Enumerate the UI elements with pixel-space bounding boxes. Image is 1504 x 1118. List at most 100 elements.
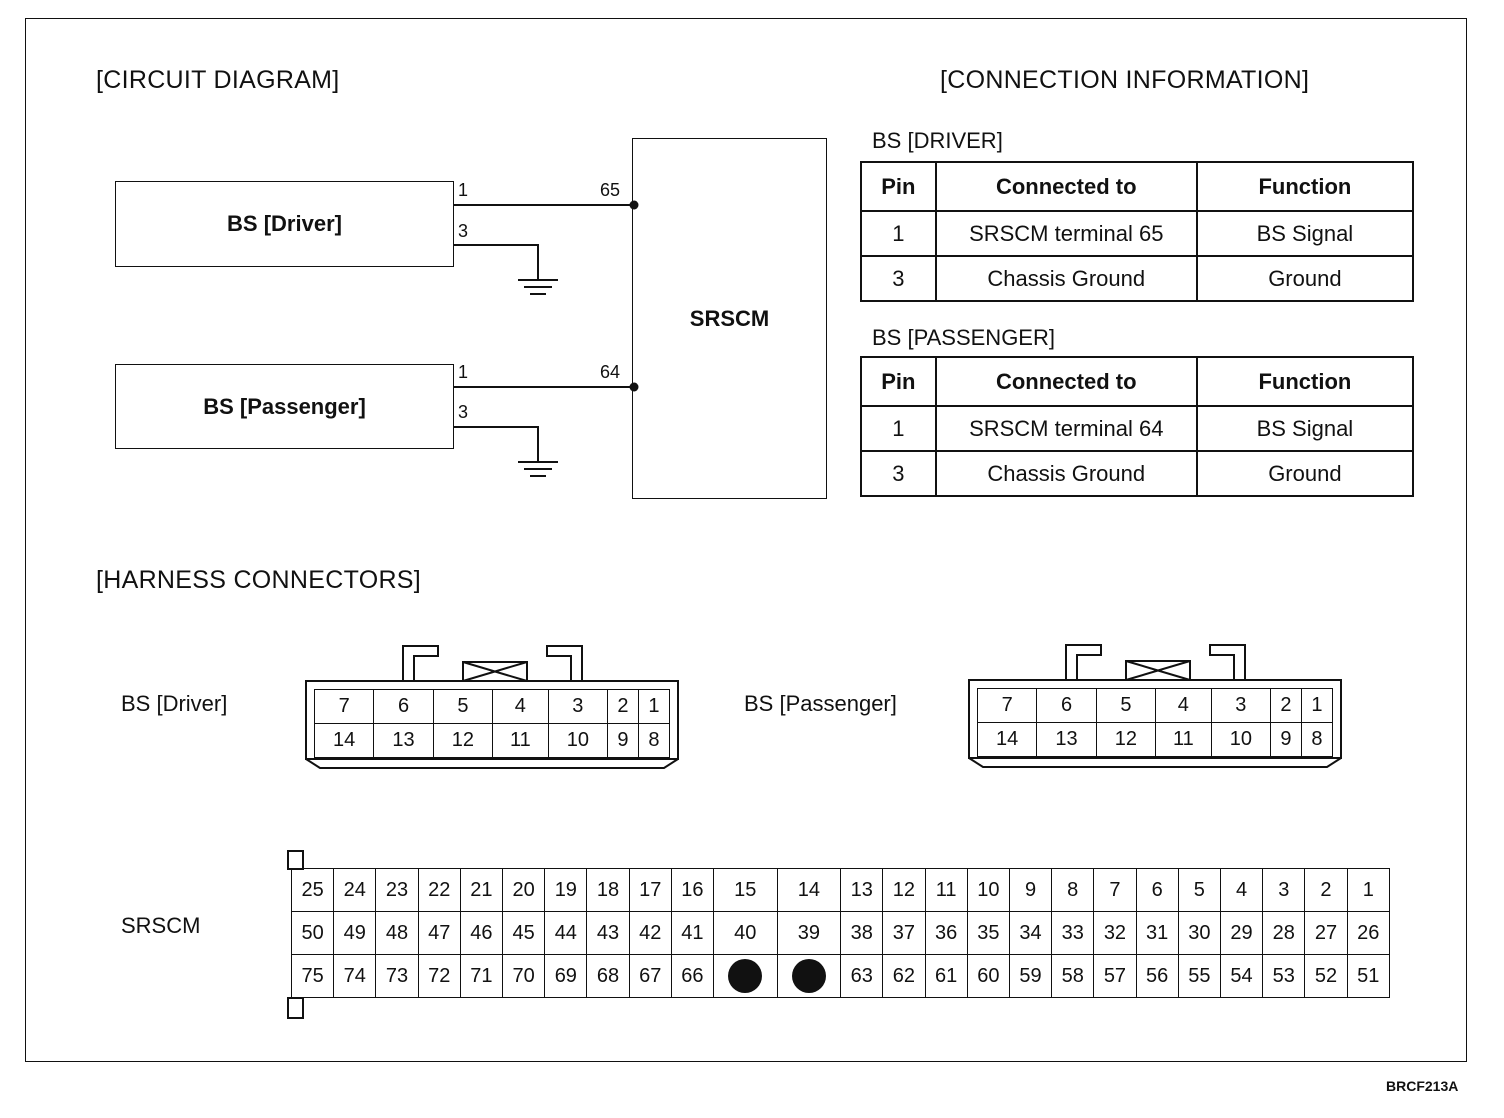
pin-cell: 54: [1219, 954, 1264, 998]
bs-driver-pin-grid: 7 6 5 4 3 2 1 14 13 12 11 10 9 8: [313, 689, 671, 758]
figure-frame: [25, 18, 1467, 1062]
connection-info-heading: [CONNECTION INFORMATION]: [940, 66, 1310, 94]
pin-cell: 25: [290, 868, 335, 912]
pin-cell: 13: [1036, 722, 1097, 757]
circuit-diagram-heading: [CIRCUIT DIAGRAM]: [96, 66, 340, 94]
pin-cell: 20: [502, 868, 546, 912]
figure-code: BRCF213A: [1386, 1078, 1459, 1094]
bs-driver-connection-table: Pin Connected to Function 1 SRSCM termin…: [860, 161, 1415, 302]
pin-cell: 62: [882, 954, 926, 998]
pin-cell: 23: [375, 868, 419, 912]
bs-driver-table-title: BS [DRIVER]: [872, 128, 1003, 153]
pin-cell: 45: [502, 911, 546, 955]
pin-cell: 13: [840, 868, 884, 912]
table-cell: 3: [860, 255, 937, 302]
pin-cell: 29: [1219, 911, 1264, 955]
pin-cell: 21: [459, 868, 504, 912]
pin-cell: 9: [607, 723, 639, 758]
pin-row: 14 13 12 11 10 9 8: [313, 723, 671, 758]
pin-cell: 14: [976, 722, 1038, 757]
pin-cell: 35: [966, 911, 1010, 955]
junction-dot-64: [629, 382, 639, 392]
pin-cell: 32: [1093, 911, 1137, 955]
table-cell: 1: [860, 210, 937, 257]
pin-cell: 75: [290, 954, 335, 998]
pin-row: 7 6 5 4 3 2 1: [313, 689, 671, 724]
pin-cell: 69: [544, 954, 588, 998]
pin-cell: 19: [544, 868, 588, 912]
column-header: Connected to: [934, 356, 1198, 407]
pin-cell: 71: [459, 954, 504, 998]
pin-cell: 74: [333, 954, 377, 998]
bs-driver-box: BS [Driver]: [115, 181, 454, 267]
bs-passenger-box: BS [Passenger]: [115, 364, 454, 449]
pin-cell: 7: [1093, 868, 1137, 912]
pin-cell: 49: [333, 911, 377, 955]
filled-pin-dot: [728, 959, 763, 993]
table-cell: Ground: [1195, 255, 1415, 302]
table-cell: Chassis Ground: [934, 450, 1198, 497]
srscm-terminal-65-label: 65: [600, 180, 621, 200]
column-header: Function: [1195, 356, 1415, 407]
pin-cell: 6: [373, 689, 434, 724]
harness-bs-passenger-label: BS [Passenger]: [744, 691, 897, 716]
pin-cell: 3: [1262, 868, 1306, 912]
pin-cell: 1: [637, 689, 671, 724]
pin-cell: 18: [586, 868, 630, 912]
table-cell: BS Signal: [1195, 405, 1415, 452]
pin-cell: 10: [966, 868, 1010, 912]
table-cell: SRSCM terminal 64: [934, 405, 1198, 452]
pin-cell: 8: [1300, 722, 1334, 757]
pin-cell: 6: [1036, 688, 1097, 723]
harness-srscm-label: SRSCM: [121, 913, 201, 938]
pin-cell: 31: [1135, 911, 1179, 955]
table-cell: SRSCM terminal 65: [934, 210, 1198, 257]
pin-cell: 67: [628, 954, 672, 998]
pin-cell: 11: [492, 723, 549, 758]
pin-cell: 42: [628, 911, 672, 955]
bs-driver-connector-outline: [305, 645, 679, 769]
pin-cell: 73: [375, 954, 419, 998]
pin-cell: 44: [544, 911, 588, 955]
pin-cell: 13: [373, 723, 434, 758]
table-cell: Chassis Ground: [934, 255, 1198, 302]
pin-cell: 14: [313, 723, 375, 758]
pin-cell: 47: [417, 911, 461, 955]
pin-cell: 12: [882, 868, 926, 912]
ground-symbol-driver: [518, 279, 558, 295]
pin-cell: 6: [1135, 868, 1179, 912]
pin-cell: 53: [1262, 954, 1306, 998]
pin-cell: 3: [547, 689, 609, 724]
pin-cell: 40: [713, 911, 778, 955]
pin-cell: 26: [1346, 911, 1391, 955]
pin-cell: 9: [1008, 868, 1053, 912]
column-header: Connected to: [934, 161, 1198, 212]
passenger-pin-1-label: 1: [458, 362, 469, 382]
bs-passenger-connection-table: Pin Connected to Function 1 SRSCM termin…: [860, 356, 1415, 497]
pin-cell: 8: [637, 723, 671, 758]
pin-cell: 59: [1008, 954, 1053, 998]
pin-cell: 51: [1346, 954, 1391, 998]
pin-cell: 11: [924, 868, 968, 912]
srscm-box: SRSCM: [632, 138, 827, 499]
table-row: 1 SRSCM terminal 64 BS Signal: [860, 405, 1415, 452]
pin-cell: 11: [1155, 722, 1212, 757]
srscm-terminal-64-label: 64: [600, 362, 621, 382]
wire-driver-ground: [453, 244, 539, 279]
harness-connectors-heading: [HARNESS CONNECTORS]: [96, 566, 422, 594]
pin-cell: 10: [1210, 722, 1272, 757]
pin-cell: 43: [586, 911, 630, 955]
pin-cell: 38: [840, 911, 884, 955]
pin-cell: 39: [776, 911, 842, 955]
pin-cell: 16: [670, 868, 715, 912]
pin-cell: 34: [1008, 911, 1053, 955]
pin-cell: 56: [1135, 954, 1179, 998]
pin-cell: 5: [432, 689, 494, 724]
pin-cell: 70: [502, 954, 546, 998]
pin-cell: 63: [840, 954, 884, 998]
pin-cell: 1: [1300, 688, 1334, 723]
junction-dot-65: [629, 200, 639, 210]
pin-cell: 15: [713, 868, 778, 912]
pin-cell: 7: [976, 688, 1038, 723]
